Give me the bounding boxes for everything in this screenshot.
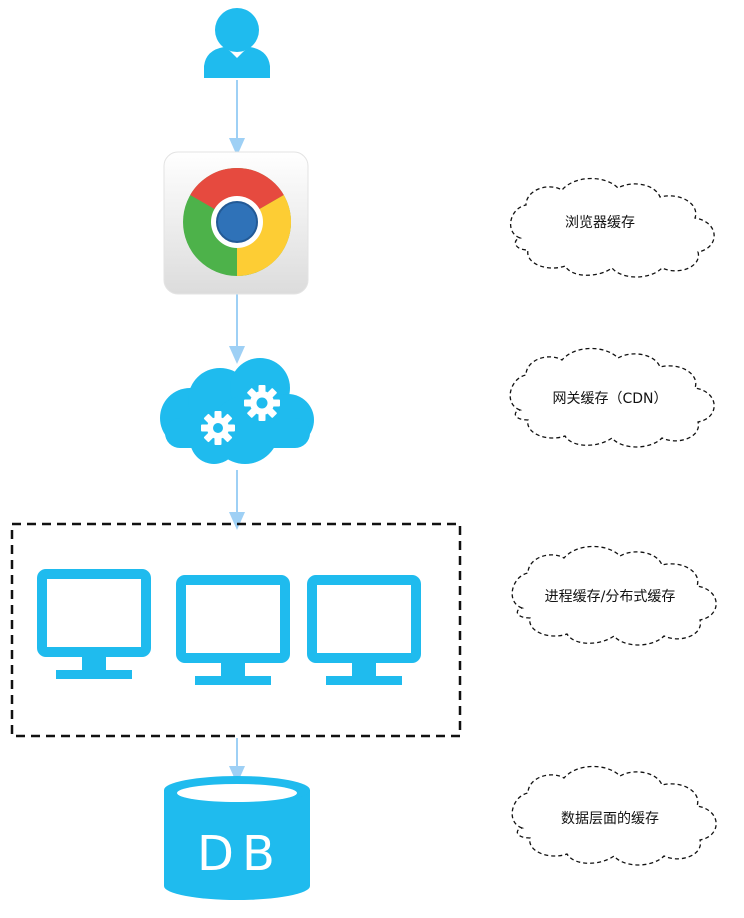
process-cache-cloud xyxy=(511,545,717,646)
data-cache-cloud xyxy=(511,765,717,866)
monitor-icon xyxy=(176,575,290,685)
browser-cache-label: 浏览器缓存 xyxy=(565,215,635,231)
chrome-browser-icon xyxy=(163,151,309,295)
process-cache-label: 进程缓存/分布式缓存 xyxy=(544,589,676,605)
gateway-cache-label: 网关缓存（CDN） xyxy=(552,391,668,407)
browser-cache-cloud xyxy=(509,177,715,278)
monitor-icon xyxy=(37,569,151,679)
user-icon xyxy=(204,8,270,78)
database-label: DB xyxy=(197,826,283,882)
gateway-cache-cloud xyxy=(509,347,715,448)
monitor-icon xyxy=(307,575,421,685)
database-icon: DB xyxy=(164,776,310,900)
cloud-gears-icon xyxy=(160,358,314,464)
data-cache-label: 数据层面的缓存 xyxy=(561,811,659,827)
